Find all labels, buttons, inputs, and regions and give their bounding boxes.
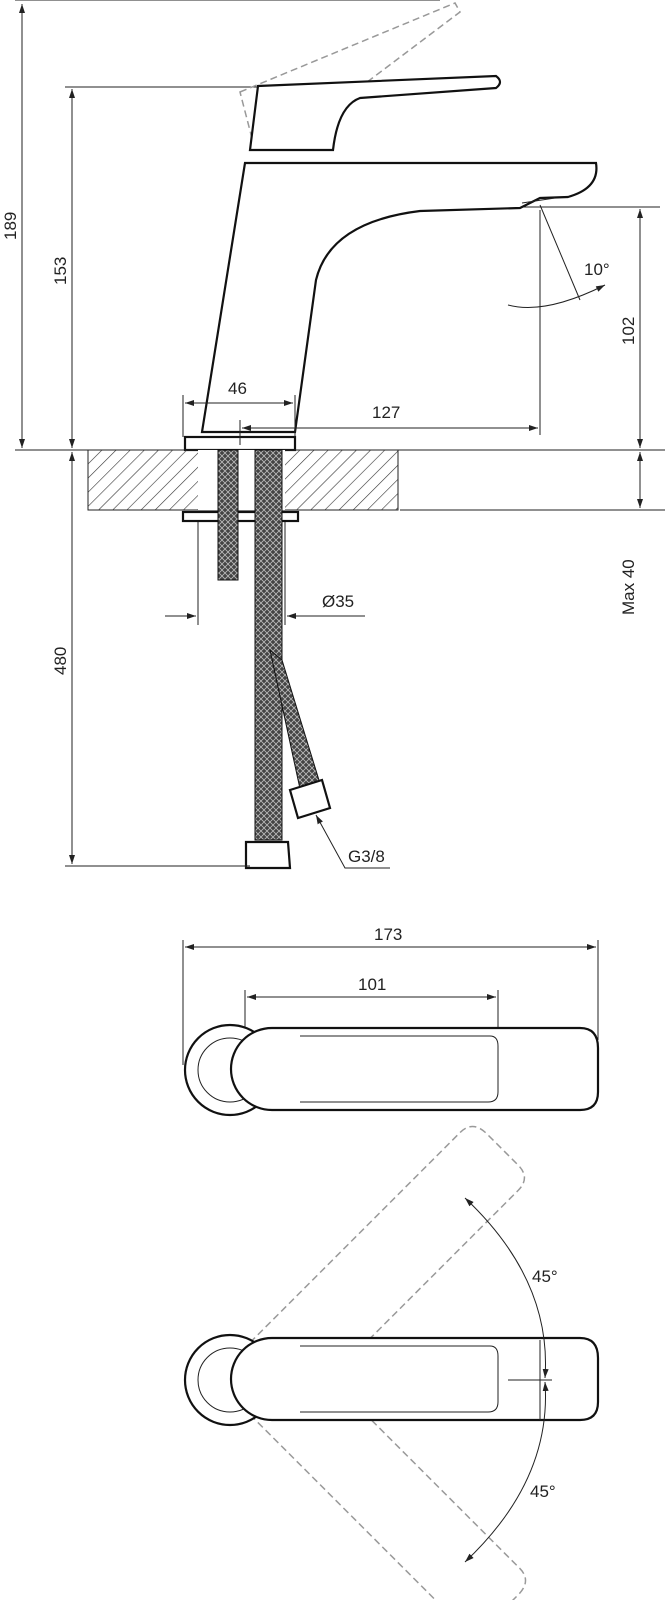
- lever-top: [229, 1026, 600, 1112]
- dim-spout-height: 102: [619, 317, 638, 345]
- raised-handle-outline: [239, 2, 461, 151]
- dim-connection: G3/8: [348, 847, 385, 866]
- lever-handle: [248, 74, 502, 152]
- lever-top-2: [229, 1336, 600, 1422]
- dim-angle-up: 45°: [532, 1267, 558, 1286]
- dim-handle-length: 101: [358, 975, 386, 994]
- faucet-body: [200, 161, 598, 434]
- dim-reach: 127: [372, 403, 400, 422]
- dim-body-height: 153: [51, 257, 70, 285]
- dim-base-width: 46: [228, 379, 247, 398]
- dim-total-height: 189: [1, 212, 20, 240]
- dim-total-length: 173: [374, 925, 402, 944]
- supply-hose: [254, 449, 283, 841]
- dim-angle-down: 45°: [530, 1482, 556, 1501]
- hose-nut: [244, 840, 292, 870]
- dim-hose-length: 480: [51, 647, 70, 675]
- dim-max-counter: Max 40: [619, 559, 638, 615]
- dim-spout-angle: 10°: [584, 260, 610, 279]
- dim-hole-diameter: Ø35: [322, 592, 354, 611]
- top-view: 173 101: [182, 925, 600, 1117]
- rotation-view: 45° 45°: [183, 1125, 600, 1600]
- side-view: 189 153 480 46 127 102 Max 40 10° Ø35 G3…: [1, 0, 665, 870]
- threaded-rod: [217, 449, 239, 581]
- hose-nut-2: [288, 778, 332, 820]
